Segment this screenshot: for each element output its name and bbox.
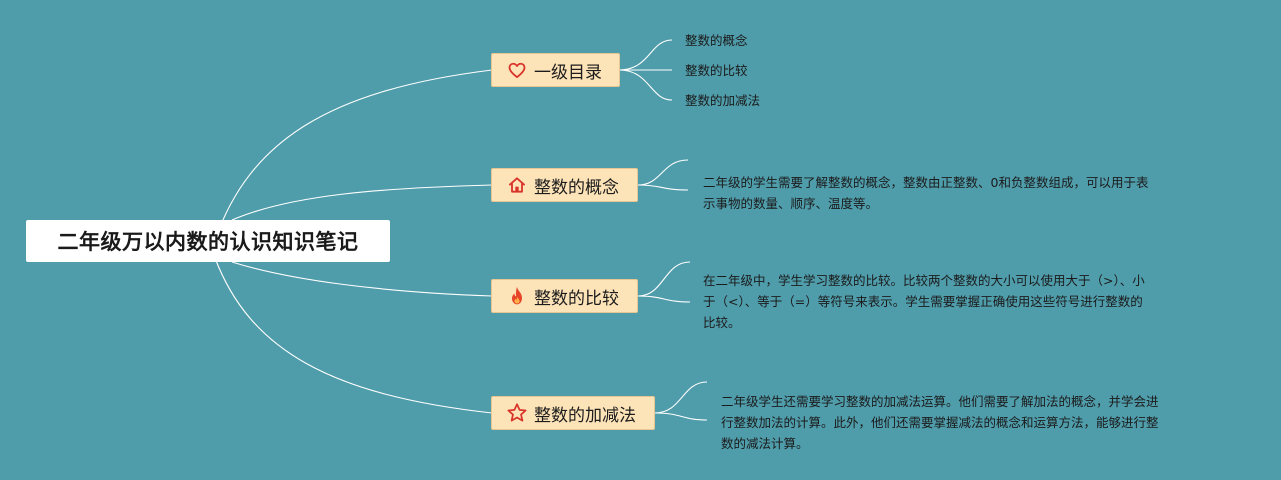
description-line: 二年级学生还需要学习整数的加减法运算。他们需要了解加法的概念，并学会进 xyxy=(721,394,1159,409)
link-root-branch-2 xyxy=(231,184,493,221)
description-line: 比较。 xyxy=(703,315,741,330)
fire-icon xyxy=(506,285,528,307)
link-b4-bracket xyxy=(654,381,708,421)
link-root-branch-4 xyxy=(214,257,493,414)
branch-integer-addition-subtraction[interactable]: 整数的加减法 xyxy=(491,396,655,430)
branch-label: 整数的概念 xyxy=(534,177,619,198)
description-line: 行整数加法的计算。此外，他们还需要掌握减法的概念和运算方法，能够进行整 xyxy=(721,415,1159,430)
link-b3-bracket xyxy=(637,261,691,303)
branch-integer-concept[interactable]: 整数的概念 xyxy=(491,168,638,202)
branch-label: 整数的加减法 xyxy=(534,405,636,426)
branch-integer-comparison[interactable]: 整数的比较 xyxy=(491,279,638,313)
description-line: 二年级的学生需要了解整数的概念，整数由正整数、0和负整数组成，可以用于表 xyxy=(703,175,1149,190)
branch-3-description: 在二年级中，学生学习整数的比较。比较两个整数的大小可以使用大于（>）、小 于（<… xyxy=(703,270,1145,333)
link-root-branch-1 xyxy=(214,69,493,241)
leaf-item[interactable]: 整数的概念 xyxy=(685,33,748,48)
branch-4-description: 二年级学生还需要学习整数的加减法运算。他们需要了解加法的概念，并学会进 行整数加… xyxy=(721,391,1159,454)
branch-directory[interactable]: 一级目录 xyxy=(491,53,620,87)
house-icon xyxy=(506,174,528,196)
link-b2-bracket xyxy=(637,159,689,191)
leaf-item[interactable]: 整数的加减法 xyxy=(685,93,761,108)
root-topic[interactable]: 二年级万以内数的认识知识笔记 xyxy=(26,220,390,262)
branch-2-description: 二年级的学生需要了解整数的概念，整数由正整数、0和负整数组成，可以用于表 示事物… xyxy=(703,172,1148,214)
description-line: 在二年级中，学生学习整数的比较。比较两个整数的大小可以使用大于（>）、小 xyxy=(703,273,1145,288)
root-title: 二年级万以内数的认识知识笔记 xyxy=(57,230,359,254)
star-icon xyxy=(506,402,528,424)
branch-label: 一级目录 xyxy=(534,62,602,83)
link-b1-leaf-3 xyxy=(618,69,673,101)
heart-icon xyxy=(506,59,528,81)
branch-label: 整数的比较 xyxy=(534,288,619,309)
description-line: 于（<）、等于（=）等符号来表示。学生需要掌握正确使用这些符号进行整数的 xyxy=(703,294,1143,309)
leaf-item[interactable]: 整数的比较 xyxy=(685,63,748,78)
description-line: 示事物的数量、顺序、温度等。 xyxy=(703,196,879,211)
description-line: 数的减法计算。 xyxy=(721,436,809,451)
link-b1-leaf-1 xyxy=(618,39,673,71)
link-root-branch-3 xyxy=(231,261,493,297)
